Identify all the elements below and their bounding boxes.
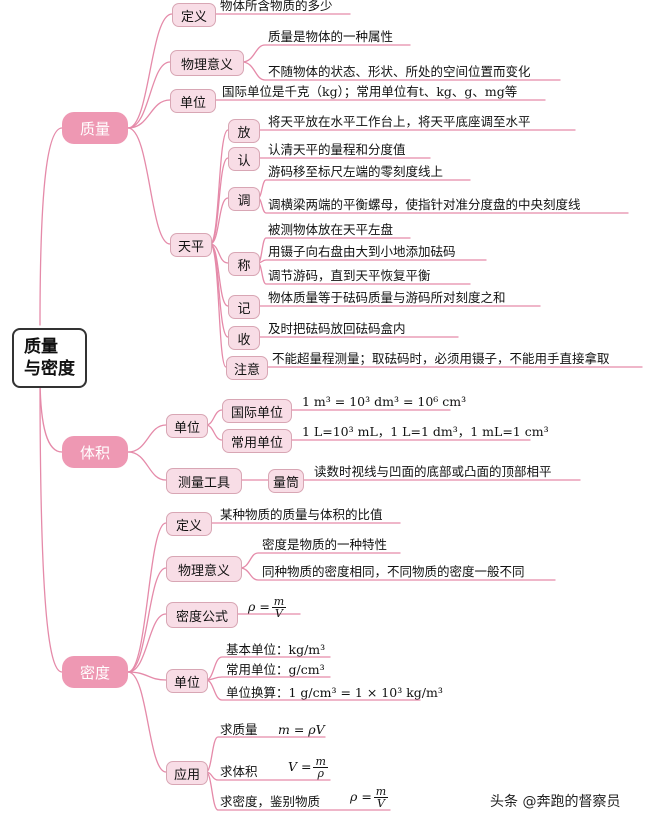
find-volume-label: 求体积 — [220, 764, 258, 779]
density-unit-conversion: 单位换算：1 g/cm³ = 1 × 10³ kg/m³ — [226, 685, 443, 700]
density-definition-text: 某种物质的质量与体积的比值 — [220, 507, 383, 522]
mass-definition-text: 物体所含物质的多少 — [220, 0, 333, 13]
find-volume-numerator: m — [313, 755, 328, 768]
volume-tool-text: 读数时视线与凹面的底部或凸面的顶部相平 — [314, 464, 552, 479]
balance-step-put-away: 收 — [228, 326, 260, 350]
find-volume-lhs: V = — [288, 759, 312, 774]
density-physical-meaning-label: 物理意义 — [166, 556, 242, 582]
mass-definition-label: 定义 — [172, 3, 216, 27]
balance-step-identify-text: 认清天平的量程和分度值 — [268, 142, 406, 157]
volume-si-unit-text: 1 m³ = 10³ dm³ = 10⁶ cm³ — [302, 394, 467, 409]
mass-physical-meaning-label: 物理意义 — [170, 50, 244, 76]
category-density: 密度 — [62, 656, 128, 688]
density-base-unit: 基本单位：kg/m³ — [226, 642, 326, 657]
balance-step-caution-text: 不能超量程测量；取砝码时，必须用镊子，不能用手直接拿取 — [272, 351, 610, 366]
find-mass-label: 求质量 — [220, 722, 258, 737]
mass-unit-label: 单位 — [170, 89, 216, 113]
category-mass: 质量 — [62, 112, 128, 144]
density-formula-lhs: ρ = — [248, 599, 270, 614]
find-mass-formula: m = ρV — [278, 722, 325, 737]
density-formula-denominator: V — [275, 607, 283, 620]
balance-step-adjust: 调 — [228, 187, 260, 211]
balance-step-caution: 注意 — [226, 356, 268, 380]
density-meaning-item-1: 密度是物质的一种特性 — [262, 537, 388, 552]
volume-common-unit-text: 1 L=10³ mL，1 L=1 dm³，1 mL=1 cm³ — [302, 424, 549, 439]
watermark: 头条 @奔跑的督察员 — [490, 794, 621, 810]
balance-step-record: 记 — [228, 295, 260, 319]
density-formula-numerator: m — [271, 595, 287, 608]
balance-step-adjust-text-1: 游码移至标尺左端的零刻度线上 — [268, 164, 444, 179]
volume-si-unit-label: 国际单位 — [222, 399, 292, 423]
root-title-line1: 质量 — [24, 337, 58, 357]
volume-tool-label: 测量工具 — [166, 468, 242, 494]
density-definition-label: 定义 — [166, 512, 212, 536]
volume-common-unit-label: 常用单位 — [222, 429, 292, 453]
root-topic: 质量 与密度 — [12, 328, 87, 388]
root-title-line2: 与密度 — [24, 359, 75, 379]
density-application-label: 应用 — [166, 761, 208, 785]
density-formula-label: 密度公式 — [166, 602, 238, 628]
balance-step-place: 放 — [228, 119, 260, 143]
balance-step-place-text: 将天平放在水平工作台上，将天平底座调至水平 — [268, 114, 531, 129]
balance-step-weigh-text-2: 用镊子向右盘由大到小地添加砝码 — [268, 244, 456, 259]
density-meaning-item-2: 同种物质的密度相同，不同物质的密度一般不同 — [262, 564, 525, 579]
find-density-label: 求密度，鉴别物质 — [220, 794, 321, 809]
balance-label: 天平 — [170, 233, 212, 257]
density-unit-label: 单位 — [166, 669, 208, 693]
volume-unit-label: 单位 — [166, 414, 208, 438]
find-density-denominator: V — [377, 797, 385, 810]
find-density-lhs: ρ = — [350, 789, 372, 804]
balance-step-record-text: 物体质量等于砝码质量与游码所对刻度之和 — [268, 290, 506, 305]
graduated-cylinder-label: 量筒 — [268, 469, 304, 493]
density-common-unit: 常用单位：g/cm³ — [226, 662, 325, 677]
balance-step-weigh-text-3: 调节游码，直到天平恢复平衡 — [268, 268, 431, 283]
category-volume: 体积 — [62, 436, 128, 468]
balance-step-weigh: 称 — [228, 252, 260, 276]
find-volume-denominator: ρ — [317, 767, 324, 780]
balance-step-weigh-text-1: 被测物体放在天平左盘 — [268, 222, 394, 237]
balance-step-adjust-text-2: 调横梁两端的平衡螺母，使指针对准分度盘的中央刻度线 — [268, 197, 581, 212]
mass-unit-text: 国际单位是千克（kg）；常用单位有t、kg、g、mg等 — [222, 84, 518, 99]
mass-meaning-item-2: 不随物体的状态、形状、所处的空间位置而变化 — [268, 64, 531, 79]
find-density-numerator: m — [373, 785, 389, 798]
balance-step-put-away-text: 及时把砝码放回砝码盒内 — [268, 321, 406, 336]
balance-step-identify: 认 — [228, 147, 260, 171]
mass-meaning-item-1: 质量是物体的一种属性 — [268, 29, 394, 44]
